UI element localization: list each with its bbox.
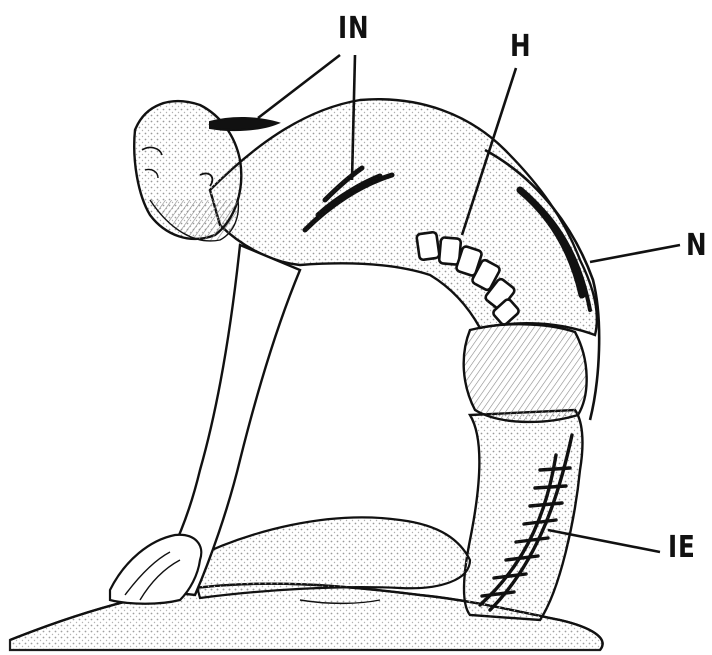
thigh: [464, 410, 582, 620]
label-ie: IE: [668, 533, 696, 563]
n-leader: [590, 245, 680, 262]
label-in: IN: [338, 14, 369, 44]
calf: [190, 517, 470, 598]
in-neck-marker: [210, 118, 278, 130]
label-n: N: [686, 231, 707, 261]
hip: [464, 324, 587, 422]
label-h: H: [510, 32, 531, 62]
